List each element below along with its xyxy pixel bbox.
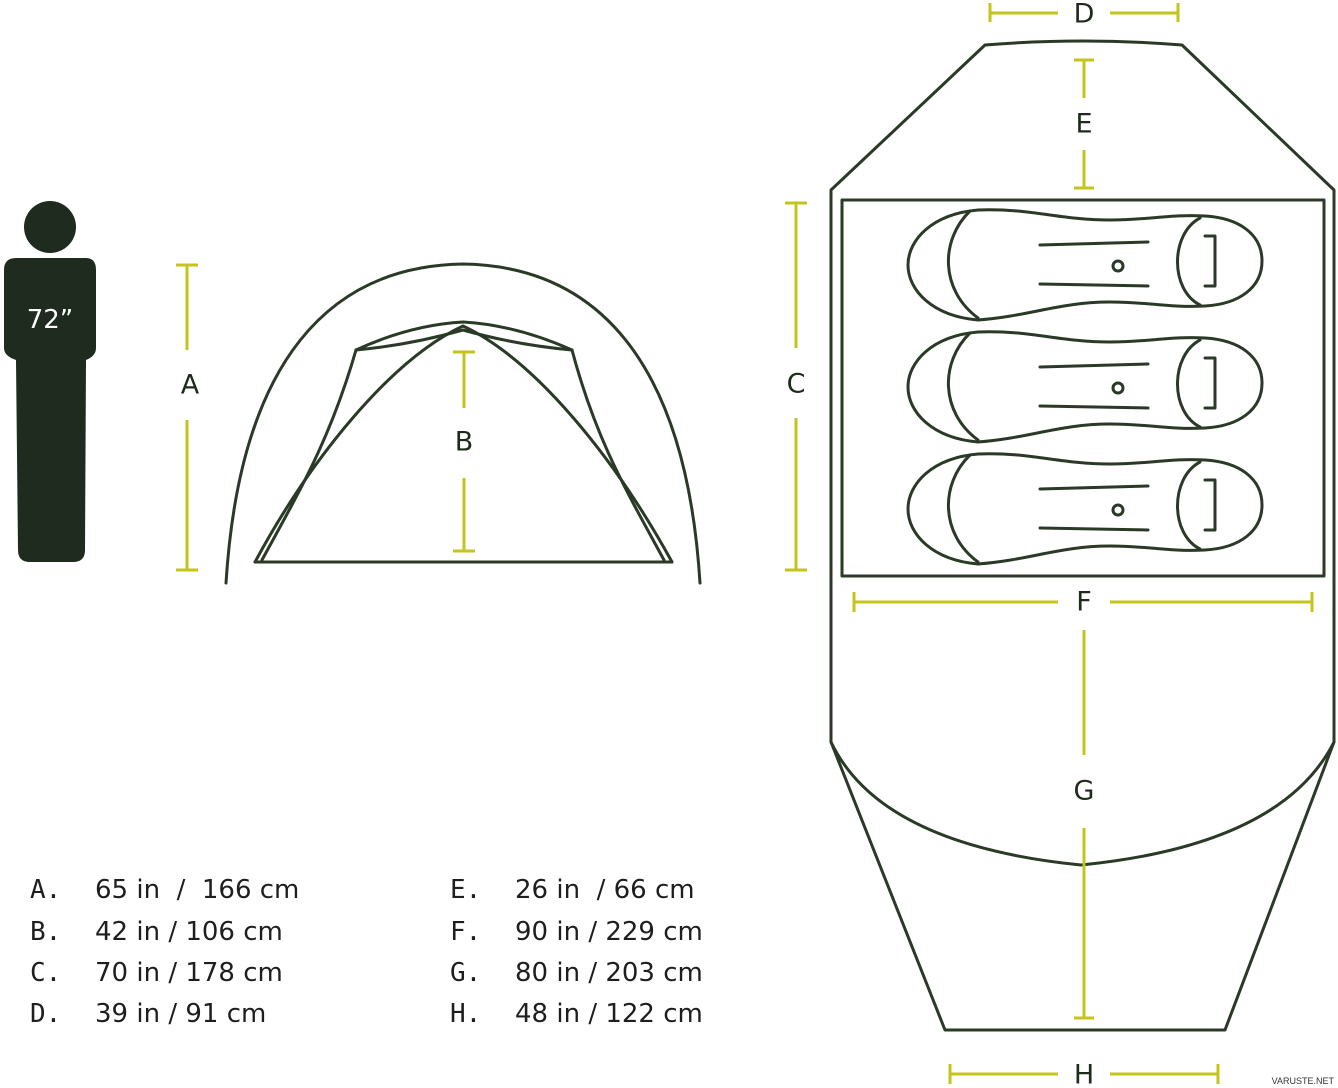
spec-letter: D. bbox=[30, 999, 62, 1029]
dimension-e-label: E bbox=[1075, 109, 1092, 140]
spec-value: 65 in / 166 cm bbox=[95, 875, 300, 905]
dimension-a: A bbox=[176, 263, 200, 572]
sleeping-bags bbox=[906, 208, 1264, 566]
spec-list-right: E. 26 in / 66 cm F. 90 in / 229 cm G. 80… bbox=[450, 874, 830, 1044]
tent-footprint bbox=[829, 39, 1336, 1032]
dimension-d: D bbox=[988, 0, 1180, 30]
person-height-label: 72” bbox=[27, 305, 74, 335]
dimension-h: H bbox=[948, 1060, 1220, 1088]
spec-letter: A. bbox=[30, 875, 62, 905]
dimension-d-label: D bbox=[1074, 0, 1095, 30]
sleeping-bag bbox=[906, 452, 1264, 566]
spec-letter: F. bbox=[450, 917, 482, 947]
spec-value: 39 in / 91 cm bbox=[95, 999, 267, 1029]
dimension-b: B bbox=[453, 350, 475, 553]
dimension-a-label: A bbox=[181, 370, 200, 401]
dimension-e: E bbox=[1074, 58, 1094, 190]
spec-value: 26 in / 66 cm bbox=[515, 875, 695, 905]
dimension-c-label: C bbox=[787, 369, 806, 400]
tent-front-view bbox=[224, 262, 702, 585]
spec-value: 90 in / 229 cm bbox=[515, 917, 703, 947]
spec-list-left: A. 65 in / 166 cm B. 42 in / 106 cm C. 7… bbox=[30, 874, 410, 1044]
person-silhouette: 72” bbox=[4, 201, 96, 562]
dimension-f: F bbox=[852, 587, 1314, 618]
dimension-b-label: B bbox=[455, 427, 474, 458]
spec-letter: B. bbox=[30, 917, 62, 947]
spec-value: 48 in / 122 cm bbox=[515, 999, 703, 1029]
sleeping-bag bbox=[906, 330, 1264, 444]
spec-letter: H. bbox=[450, 999, 482, 1029]
dimension-g: G bbox=[1074, 630, 1095, 1020]
spec-letter: C. bbox=[30, 958, 62, 988]
dimension-g-label: G bbox=[1074, 776, 1095, 807]
spec-letter: E. bbox=[450, 875, 482, 905]
watermark: VARUSTE.NET bbox=[1272, 1076, 1335, 1086]
spec-letter: G. bbox=[450, 958, 482, 988]
dimension-f-label: F bbox=[1076, 587, 1092, 618]
sleeping-bag bbox=[906, 208, 1264, 322]
spec-value: 70 in / 178 cm bbox=[95, 958, 283, 988]
dimension-h-label: H bbox=[1074, 1060, 1094, 1088]
spec-value: 42 in / 106 cm bbox=[95, 917, 283, 947]
dimension-c: C bbox=[785, 201, 807, 572]
spec-value: 80 in / 203 cm bbox=[515, 958, 703, 988]
